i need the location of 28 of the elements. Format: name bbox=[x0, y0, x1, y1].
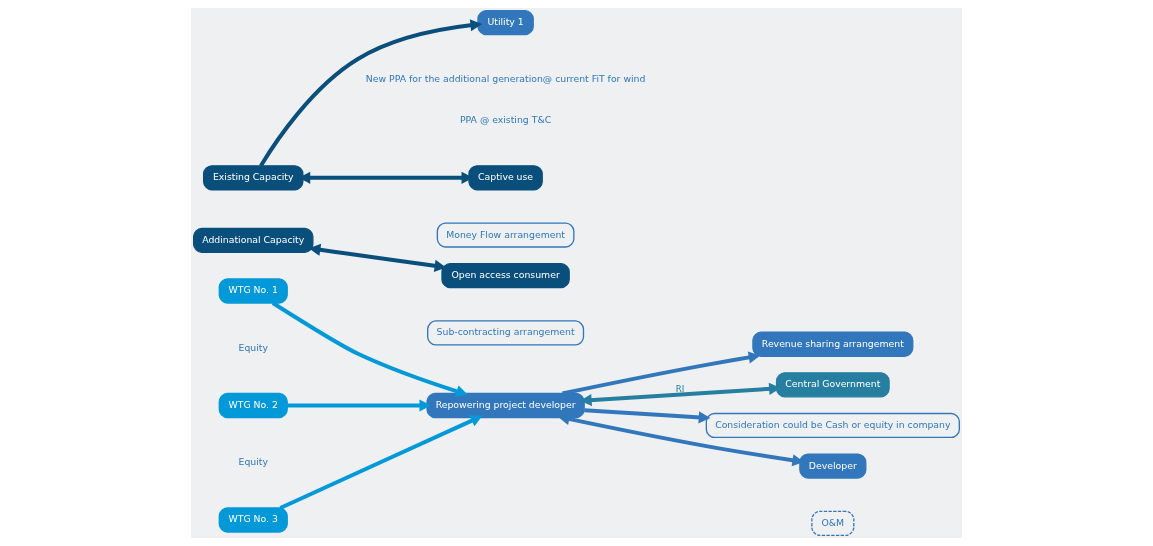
node-box: Money Flow arrangement bbox=[436, 222, 575, 248]
arrow bbox=[308, 243, 447, 272]
node-box: Captive use bbox=[468, 165, 543, 191]
node-box: WTG No. 2 bbox=[218, 392, 288, 419]
node-box: Open access consumer bbox=[441, 263, 570, 289]
arrow bbox=[279, 415, 483, 510]
arrow bbox=[271, 301, 468, 398]
node-box: Utility 1 bbox=[477, 10, 534, 36]
node-box: WTG No. 1 bbox=[218, 278, 288, 304]
node-box: Addinational Capacity bbox=[193, 227, 314, 254]
node-box: O&M bbox=[811, 510, 855, 536]
label: New PPA for the additional generation@ current FiT for wind bbox=[365, 73, 646, 85]
node-box: Sub-contracting arrangement bbox=[427, 320, 585, 346]
label: Equity bbox=[238, 456, 268, 468]
label: PPA @ existing T&C bbox=[459, 113, 552, 125]
arrow bbox=[287, 399, 432, 412]
arrow bbox=[562, 351, 761, 396]
node-box: Central Government bbox=[775, 372, 890, 398]
node-box: Developer bbox=[799, 453, 867, 479]
edge-label: RI bbox=[675, 383, 685, 394]
node-box: Revenue sharing arrangement bbox=[752, 331, 914, 357]
arrow bbox=[259, 19, 483, 167]
arrow bbox=[584, 408, 711, 424]
node-box: Existing Capacity bbox=[203, 165, 304, 191]
node-box: WTG No. 3 bbox=[218, 507, 288, 533]
node-box: Consideration could be Cash or equity in company bbox=[705, 412, 960, 439]
label: Equity bbox=[238, 341, 268, 353]
node-box: Repowering project developer bbox=[426, 392, 585, 419]
